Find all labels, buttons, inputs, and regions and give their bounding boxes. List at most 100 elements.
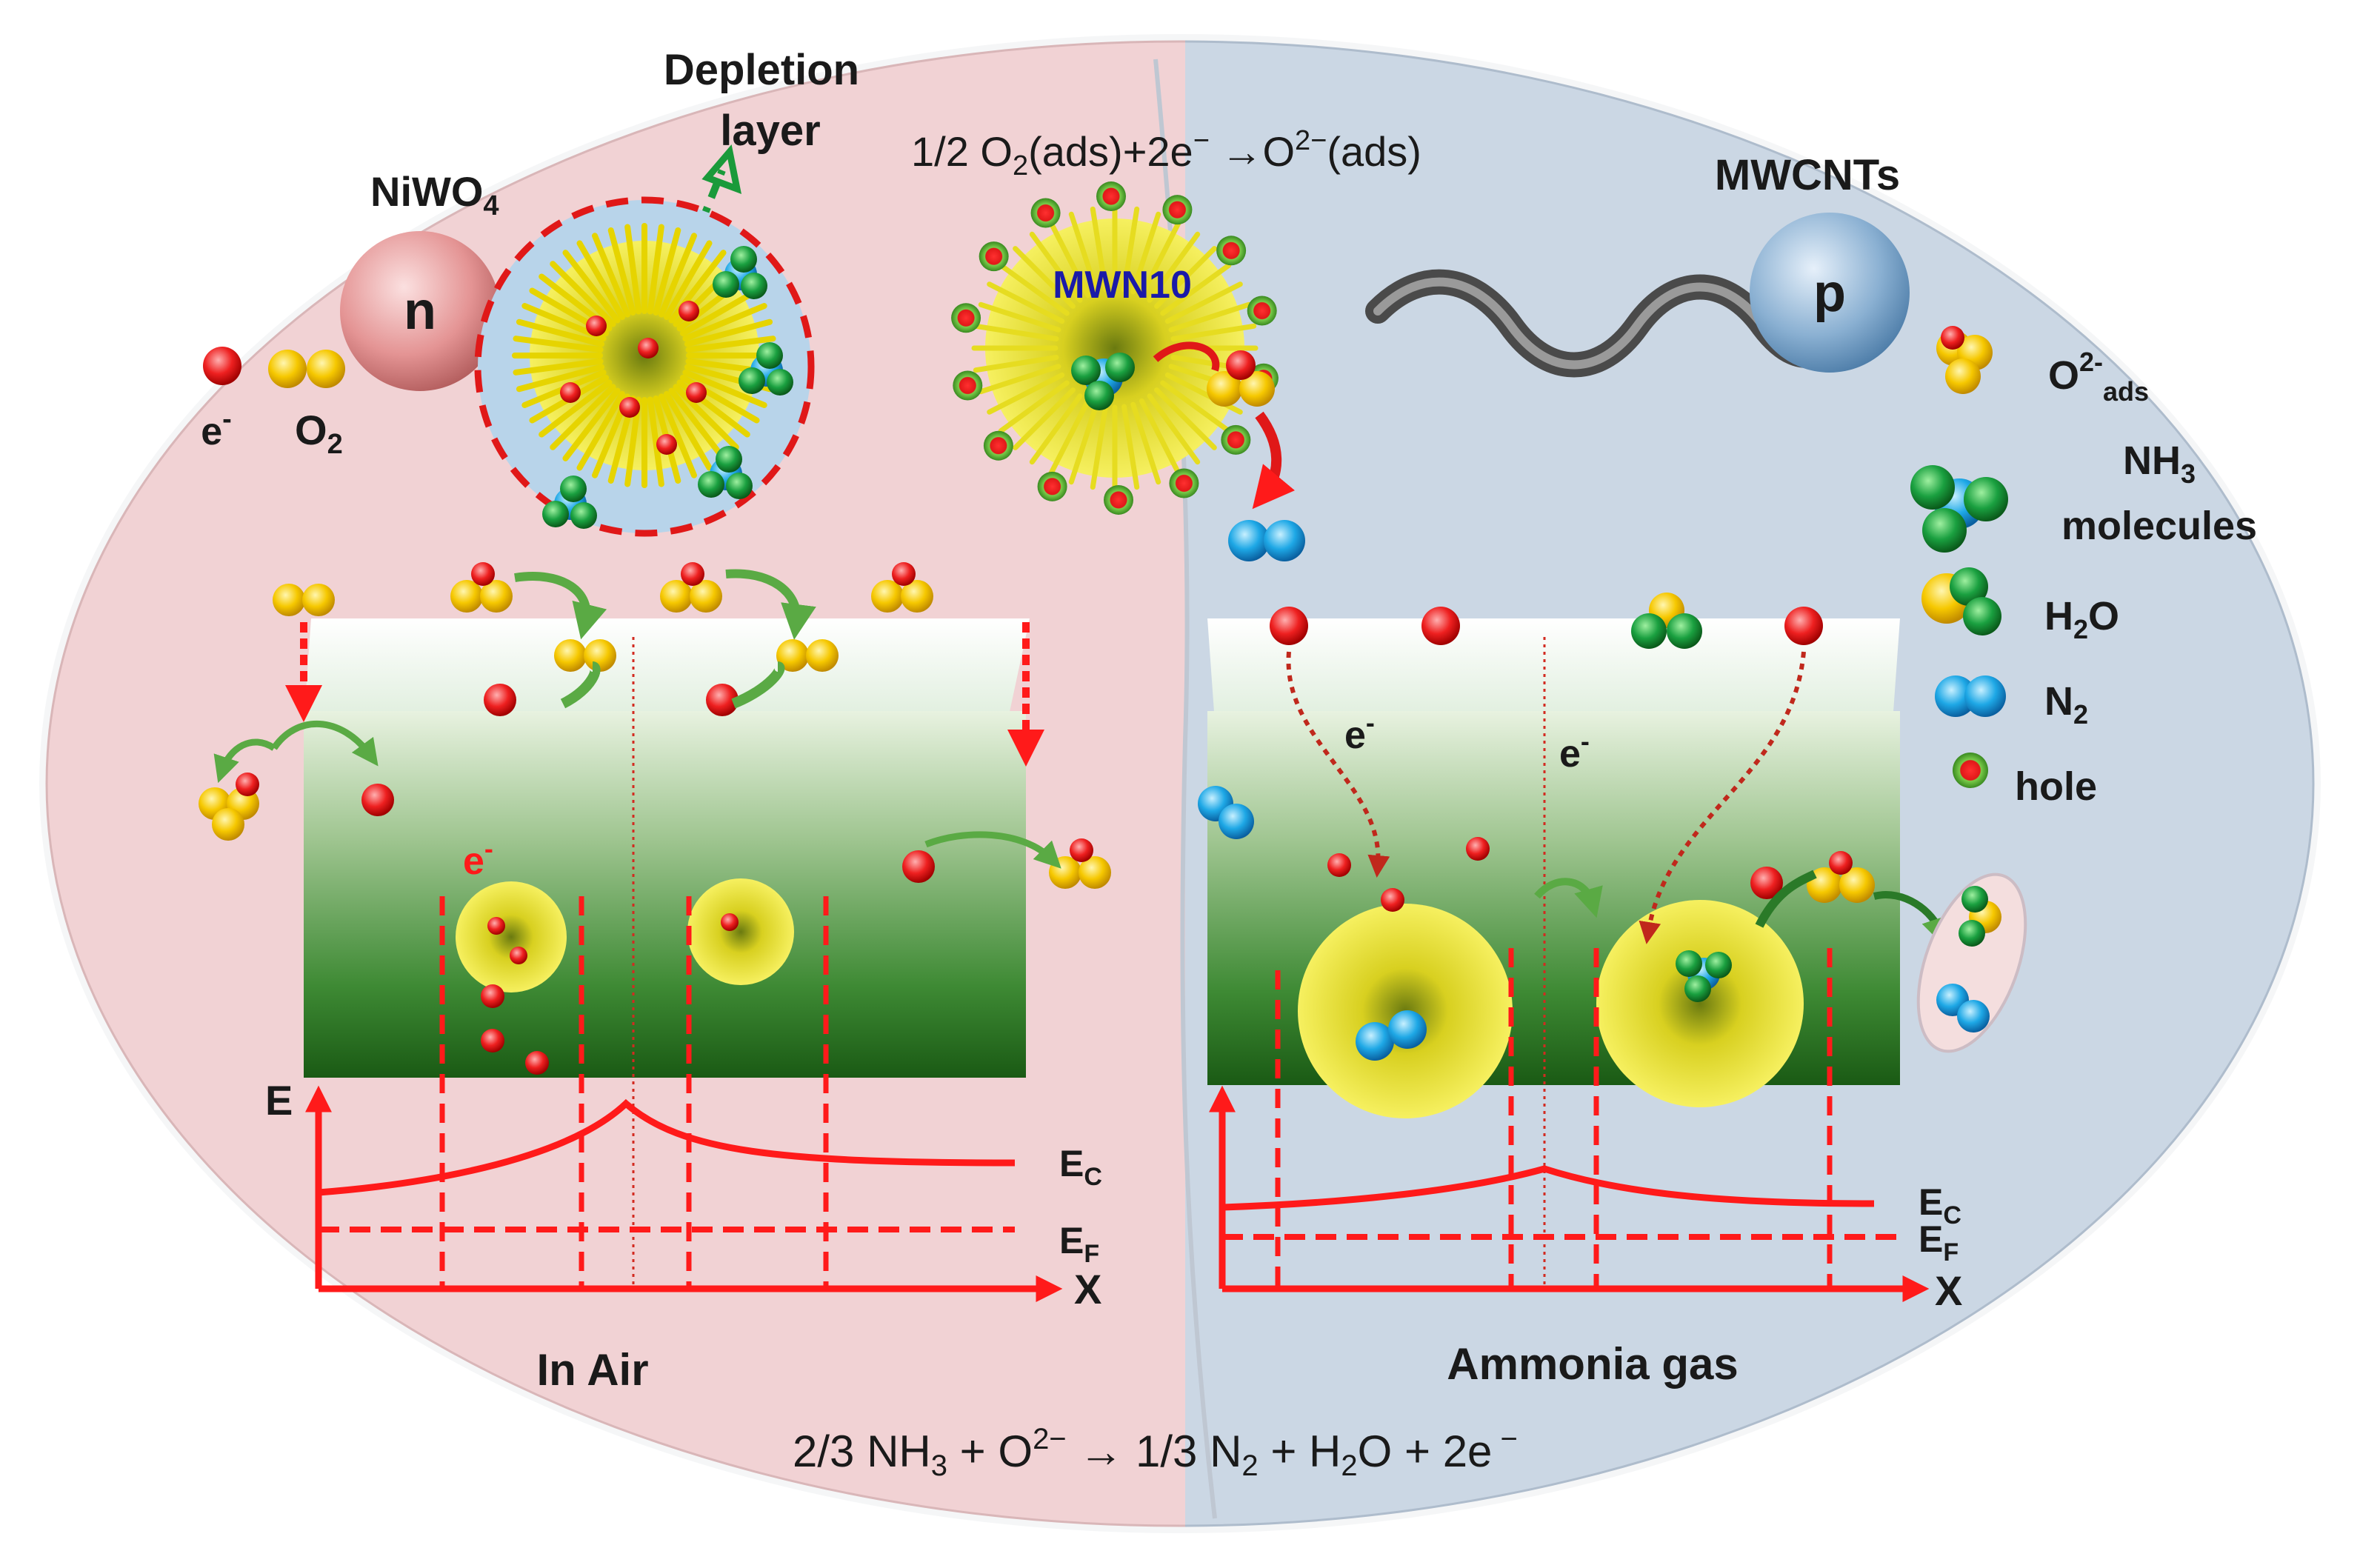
urchin-spike (1029, 231, 1083, 303)
urchin-spike (516, 364, 605, 393)
urchin-spike (562, 387, 621, 461)
urchin-spike (1168, 301, 1252, 333)
urchin-spike (987, 281, 1065, 324)
air-film: e- (199, 562, 1111, 1296)
urchin-spike (647, 224, 664, 315)
ammonia-band-diagram (1209, 948, 1930, 1302)
air-axis-e-label: E (265, 1077, 293, 1124)
hole-icon (1169, 468, 1199, 498)
ammonia-surface-species (1198, 593, 1875, 903)
urchin-spike (550, 384, 616, 450)
mwn10-label: MWN10 (1053, 264, 1192, 307)
urchin-spike (682, 369, 767, 408)
hole-icon (1216, 236, 1247, 266)
air-o2-molecules (199, 562, 1111, 889)
ammonia-reaction-equation: 2/3 NH3 + O2− → 1/3 N2 + H2O + 2e − (793, 1423, 1518, 1482)
air-electron-label: e- (463, 833, 493, 883)
urchin-spike (682, 303, 767, 342)
hole-icon (979, 241, 1009, 272)
urchin-spike (664, 240, 713, 321)
urchin-spike (1147, 393, 1201, 465)
urchin-spike (998, 380, 1070, 434)
adsorbed-nh3-icons (542, 246, 793, 529)
molecules-label: molecules (2061, 504, 2257, 548)
urchin-spike (592, 233, 631, 318)
mwcnts-group: MWCNTs p (1365, 151, 1910, 378)
p-type-label: p (1813, 264, 1846, 323)
nh3-label: NH3 (2123, 438, 2196, 489)
hole-label: hole (2015, 764, 2097, 809)
urchin-spike (668, 387, 727, 461)
urchin-spike (576, 390, 625, 471)
film-composite-grain-2 (1596, 900, 1804, 1107)
hole-icon (953, 370, 983, 401)
urchin-spike (624, 224, 642, 315)
legend: O2-ads NH3 molecules H2O N2 hole (1910, 326, 2257, 809)
hole-icon (1037, 471, 1067, 501)
urchin-spike (1068, 211, 1099, 295)
o2-ads-legend-icon (1936, 326, 1993, 394)
niwo4-label: NiWO4 (370, 168, 499, 221)
urchin-spike (1090, 206, 1108, 293)
air-ef-label: EF (1059, 1220, 1099, 1268)
urchin-spike (1164, 281, 1243, 324)
ammonia-electron-label-1: e- (1344, 707, 1375, 757)
h2o-legend-icon (1921, 567, 2001, 635)
hole-icon (1104, 484, 1134, 515)
urchin-surface-electrons (560, 301, 707, 455)
urchin-spike (1121, 404, 1140, 490)
urchin-spike (998, 262, 1070, 316)
hole-icon (1030, 198, 1061, 228)
film-composite-grain-1 (1298, 888, 1513, 1118)
air-band-diagram (305, 896, 1063, 1302)
urchin-spike (1154, 246, 1217, 309)
mwcnts-label: MWCNTs (1715, 151, 1900, 199)
urchin-spike (539, 379, 613, 438)
n2-legend-icon (1935, 675, 2006, 717)
in-air-label: In Air (536, 1345, 648, 1395)
hole-icon (1162, 195, 1193, 225)
urchin-spike (987, 372, 1065, 415)
air-conduction-band (318, 1098, 1016, 1196)
urchin-spike (516, 318, 605, 347)
urchin-spike (647, 396, 664, 487)
urchin-spike (1139, 398, 1181, 476)
urchin-spike (973, 355, 1059, 373)
urchin-spike (562, 250, 621, 324)
o2-ads-label: O2-ads (2048, 347, 2149, 407)
urchin-spike (1160, 262, 1232, 316)
product-bubble (1916, 873, 2027, 1053)
urchin-spike (576, 240, 625, 321)
nh3-legend-icon (1910, 465, 2008, 553)
depletion-layer-label-2: layer (720, 107, 820, 155)
urchin-spike (658, 393, 697, 478)
urchin-spike (1029, 393, 1083, 465)
urchin-spike (679, 287, 760, 336)
urchin-spike (1154, 387, 1217, 450)
urchin-spike (607, 227, 636, 316)
air-ec-label: EC (1059, 1143, 1102, 1191)
urchin-spike (1130, 211, 1161, 295)
n2-label: N2 (2044, 679, 2088, 730)
hole-legend-icon (1953, 753, 1988, 788)
urchin-spike (1170, 323, 1257, 341)
mwn10-composite: MWN10 (951, 181, 1305, 561)
urchin-spike (1139, 220, 1181, 298)
urchin-spike (1121, 206, 1140, 293)
film-grain-2 (687, 878, 794, 985)
urchin-spike (1048, 398, 1091, 476)
ammonia-conduction-band (1221, 1165, 1875, 1211)
electron-legend-icon (203, 347, 241, 385)
urchin-spike (513, 336, 604, 353)
n-type-label: n (404, 281, 436, 341)
urchin-spike (550, 261, 616, 327)
air-free-electrons (361, 684, 935, 1075)
niwo4-film-block (304, 711, 1026, 1078)
p-type-sphere (1750, 213, 1910, 373)
urchin-spike (513, 358, 604, 376)
urchin-spike (1160, 380, 1232, 434)
urchin-spike (653, 227, 681, 316)
urchin-spike (1130, 401, 1161, 485)
air-axis-x-label: X (1074, 1266, 1101, 1312)
